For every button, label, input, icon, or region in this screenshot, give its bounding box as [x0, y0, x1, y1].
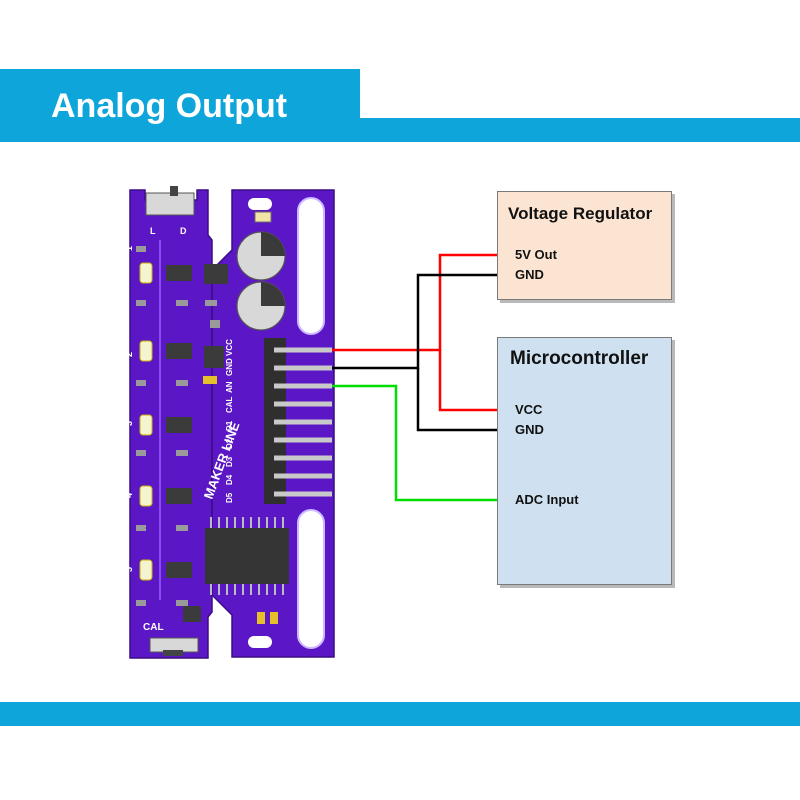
wire-vcc-to-5v-out	[332, 253, 510, 352]
sensor-led	[139, 262, 153, 284]
sensor-number: 2	[124, 352, 134, 357]
page-title: Analog Output	[51, 87, 288, 125]
title-strip	[0, 118, 800, 142]
mode-switch	[145, 192, 195, 216]
switch-knob	[170, 186, 178, 196]
sensor-number: 5	[124, 567, 134, 572]
reg-pin-gnd: GND	[515, 267, 544, 282]
sensor-4: 4	[124, 485, 192, 507]
transistor	[204, 346, 224, 368]
switch-label-d: D	[180, 226, 187, 236]
pin-label-d3: D3	[225, 456, 234, 467]
header-pins	[274, 347, 332, 497]
mcu-pin-gnd: GND	[515, 422, 544, 437]
footer-strip	[0, 702, 800, 726]
mounting-slot	[297, 509, 325, 649]
pin-label-cal: CAL	[225, 396, 234, 413]
wire-gnd-to-mcu-gnd	[416, 368, 510, 432]
pin-label-an: AN	[225, 381, 234, 393]
sensor-number: 4	[124, 493, 134, 498]
sensor-led	[139, 340, 153, 362]
ic-pins	[210, 517, 284, 595]
mcu-pin-adc-input: ADC Input	[515, 492, 579, 507]
sensor-array: 1 2 3 4 5	[124, 246, 192, 581]
sensor-led	[139, 485, 153, 507]
mcu-pin-vcc: VCC	[515, 402, 543, 417]
pin-label-vcc: VCC	[225, 339, 234, 356]
pin-label-gnd: GND	[225, 358, 234, 376]
ir-sensor-chip	[166, 417, 192, 433]
smd-capacitor	[203, 376, 217, 384]
pin-label-d4: D4	[225, 474, 234, 485]
mounting-hole	[248, 198, 272, 210]
sensor-number: 3	[124, 421, 134, 426]
cal-label: CAL	[143, 622, 164, 633]
wiring	[332, 253, 510, 502]
ir-sensor-chip	[166, 265, 192, 281]
microcontroller-title: Microcontroller	[510, 348, 649, 369]
ir-sensor-chip	[166, 562, 192, 578]
switch-label-l: L	[150, 226, 156, 236]
smd-resistors	[136, 246, 220, 606]
reg-pin-5v-out: 5V Out	[515, 247, 557, 262]
capacitor	[236, 231, 286, 281]
sensor-number: 1	[124, 246, 134, 251]
cal-button-actuator	[163, 650, 183, 656]
sensor-led	[139, 414, 153, 436]
pin-label-d2: D2	[225, 438, 234, 449]
sensor-3: 3	[124, 414, 192, 436]
cal-button	[149, 637, 199, 653]
pin-labels: D5 D4 D3 D2 D1 CAL AN GND VCC	[225, 339, 234, 503]
wire-gnd-to-reg-gnd	[332, 273, 510, 370]
sensor-led	[139, 559, 153, 581]
regulator-chip	[204, 264, 228, 284]
sensor-5: 5	[124, 559, 192, 581]
voltage-regulator-title: Voltage Regulator	[508, 204, 653, 223]
ir-sensor-chip	[166, 343, 192, 359]
smd-transistor	[183, 606, 201, 622]
pin-label-d5: D5	[225, 492, 234, 503]
pin-label-d1: D1	[225, 420, 234, 431]
mounting-slot	[297, 197, 325, 335]
mounting-hole	[248, 636, 272, 648]
smd-capacitor	[257, 612, 265, 624]
maker-line-board: L D 1 2 3 4	[124, 186, 335, 659]
voltage-regulator-box: Voltage Regulator 5V Out GND	[497, 191, 672, 300]
wire-vcc-to-mcu-vcc	[438, 350, 510, 412]
smd-capacitor	[270, 612, 278, 624]
power-led	[254, 211, 272, 223]
sensor-1: 1	[124, 246, 192, 284]
wire-an-to-adc	[332, 384, 510, 502]
capacitor	[236, 281, 286, 331]
sensor-2: 2	[124, 340, 192, 362]
microcontroller-box: Microcontroller VCC GND ADC Input	[497, 337, 672, 585]
ir-sensor-chip	[166, 488, 192, 504]
microcontroller-chip	[205, 528, 289, 584]
